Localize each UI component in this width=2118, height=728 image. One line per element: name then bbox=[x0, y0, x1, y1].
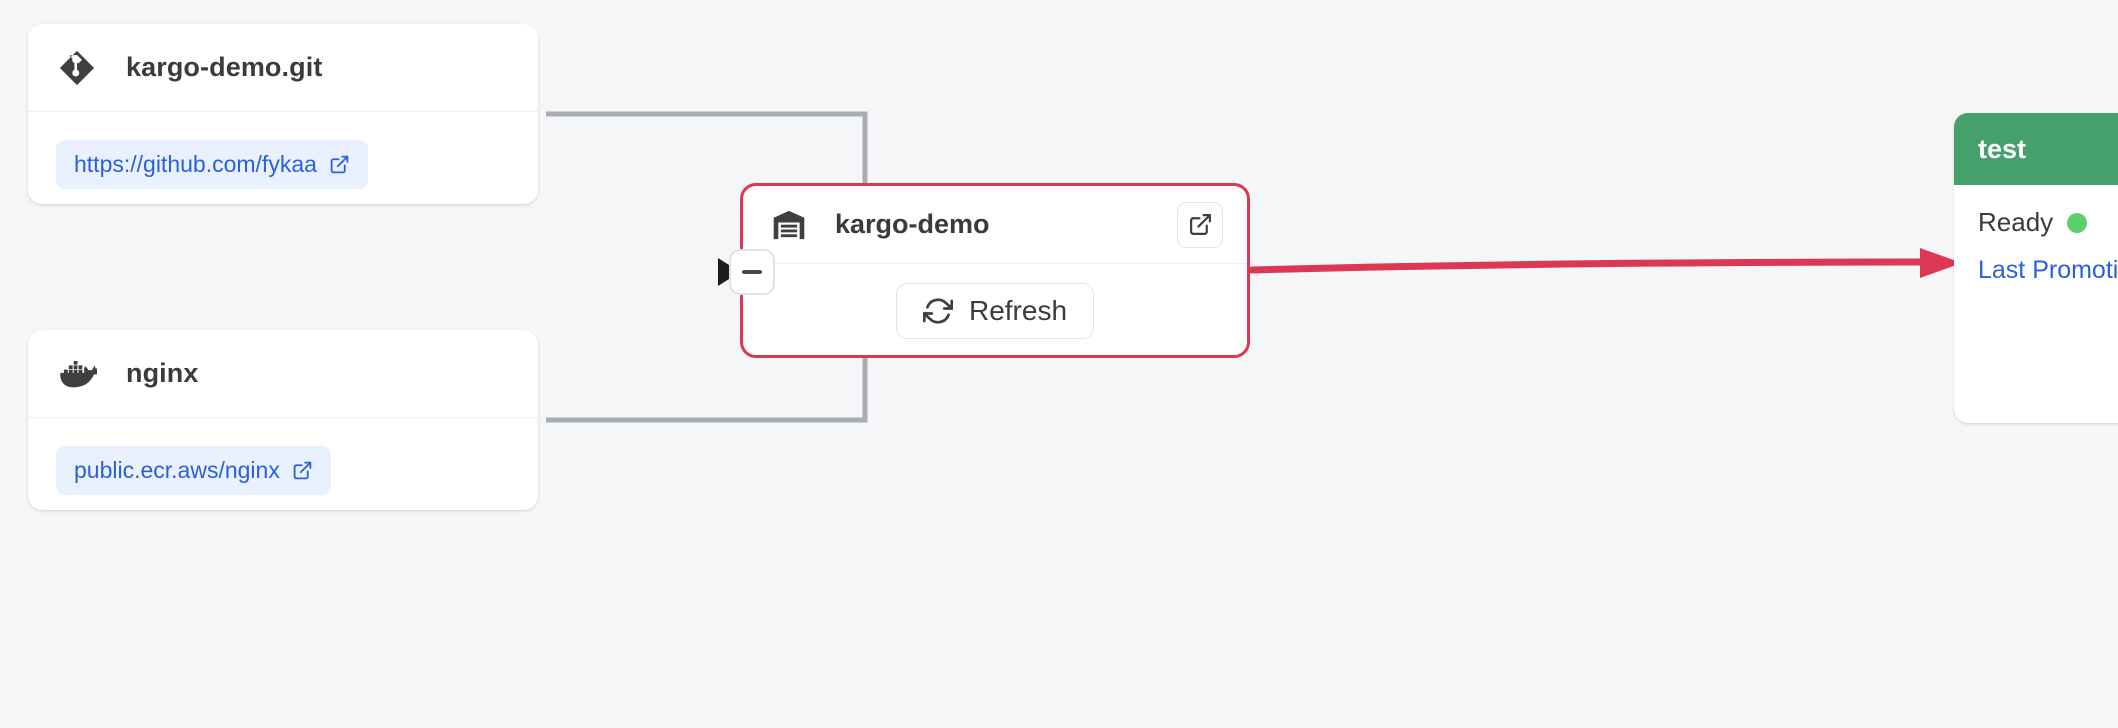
source-card-kargo-demo-git[interactable]: kargo-demo.git https://github.com/fykaa bbox=[28, 24, 538, 204]
git-icon bbox=[56, 47, 98, 89]
status-dot-icon bbox=[2067, 212, 2088, 233]
source-card-body: https://github.com/fykaa bbox=[28, 112, 538, 204]
stage-status: Ready bbox=[1978, 207, 2118, 238]
source-url-label: public.ecr.aws/nginx bbox=[74, 457, 280, 483]
edge-warehouse-to-test bbox=[1248, 258, 1934, 274]
external-link-icon bbox=[1189, 214, 1211, 235]
source-card-body: public.ecr.aws/nginx bbox=[28, 418, 538, 510]
edge-arrowhead-test bbox=[1920, 248, 1962, 278]
external-link-icon bbox=[293, 461, 312, 480]
warehouse-icon bbox=[769, 205, 809, 245]
warehouse-external-link-button[interactable] bbox=[1177, 201, 1223, 248]
source-card-title: kargo-demo.git bbox=[126, 52, 323, 82]
warehouse-title: kargo-demo bbox=[835, 209, 990, 239]
refresh-button[interactable]: Refresh bbox=[895, 283, 1095, 339]
source-url-link[interactable]: public.ecr.aws/nginx bbox=[56, 446, 331, 495]
source-url-label: https://github.com/fykaa bbox=[74, 151, 317, 177]
warehouse-card-header: kargo-demo bbox=[743, 186, 1247, 264]
docker-icon bbox=[56, 353, 98, 395]
refresh-icon bbox=[922, 298, 953, 324]
source-card-header: nginx bbox=[28, 330, 538, 418]
source-url-link[interactable]: https://github.com/fykaa bbox=[56, 140, 368, 189]
source-card-nginx[interactable]: nginx public.ecr.aws/nginx bbox=[28, 330, 538, 510]
warehouse-card-kargo-demo[interactable]: kargo-demo Refresh bbox=[740, 183, 1250, 358]
external-link-icon bbox=[330, 155, 349, 174]
source-card-header: kargo-demo.git bbox=[28, 24, 538, 112]
source-card-title: nginx bbox=[126, 358, 199, 388]
last-promotion-link[interactable]: Last Promotion bbox=[1978, 256, 2118, 284]
stage-status-label: Ready bbox=[1978, 207, 2054, 237]
collapse-node-button[interactable] bbox=[729, 249, 775, 295]
stage-card-test[interactable]: test Ready Last Promotion bbox=[1954, 113, 2118, 423]
warehouse-card-body: Refresh bbox=[743, 264, 1247, 355]
stage-card-body: Ready Last Promotion bbox=[1954, 185, 2118, 285]
stage-card-header: test bbox=[1954, 113, 2118, 185]
stage-name: test bbox=[1978, 133, 2027, 164]
refresh-button-label: Refresh bbox=[968, 295, 1068, 326]
minus-icon bbox=[742, 270, 762, 274]
